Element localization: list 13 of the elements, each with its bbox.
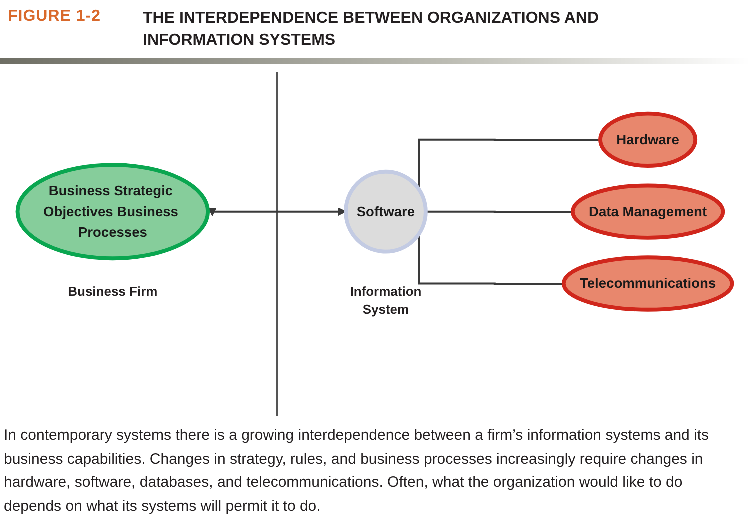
section-label: Information System — [349, 282, 423, 319]
node-ellipse: Data Management — [570, 184, 726, 240]
connector — [418, 139, 601, 190]
node-ellipse: Business Strategic Objectives Business Processes — [16, 163, 210, 261]
figure-title: THE INTERDEPENDENCE BETWEEN ORGANIZATIONS AND INFORMATION SYSTEMS — [143, 9, 600, 51]
node-ellipse: Telecommunications — [562, 256, 734, 312]
section-label: Business Firm — [67, 282, 159, 301]
arrow — [208, 208, 346, 216]
caption: In contemporary systems there is a growing interdependence between a firm’s information systems and its business capabilities. Changes in strategy, rules, and business processes increasingly require changes in hardware, software, databases, and telecommunications. Often, what the organization would like to do depends on what its systems will permit it to do. — [4, 426, 710, 516]
node-circle: Software — [344, 170, 428, 254]
connector — [418, 234, 564, 286]
node-ellipse: Hardware — [598, 112, 698, 168]
figure-number: FIGURE 1-2 — [8, 8, 102, 26]
